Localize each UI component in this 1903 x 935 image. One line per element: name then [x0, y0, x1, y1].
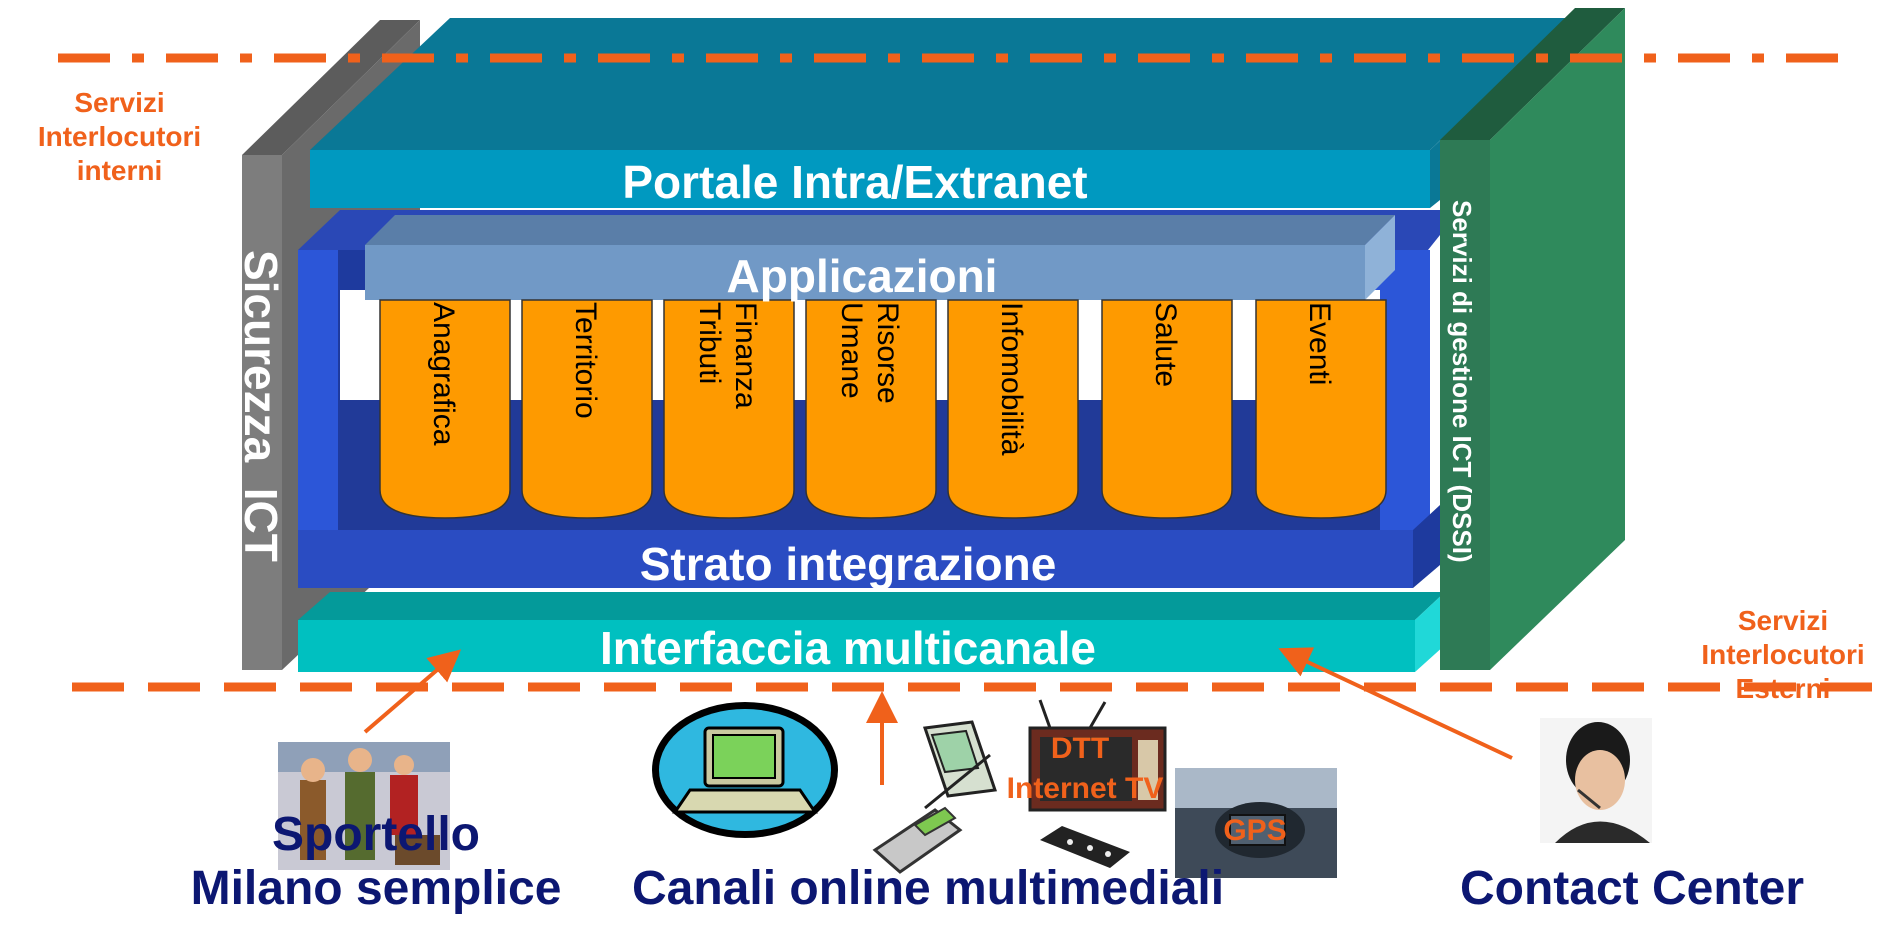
- module-cylinder: [1255, 299, 1387, 519]
- integration-label: Strato integrazione: [640, 538, 1057, 590]
- mobile-phone-icon: [872, 806, 963, 874]
- module-7: Eventi: [1255, 299, 1387, 519]
- module-label: Salute: [1149, 302, 1182, 387]
- external-services-label: Servizi Interlocutori Esterni: [1701, 605, 1865, 704]
- module-5: Infomobilità: [947, 299, 1079, 519]
- applications-label: Applicazioni: [727, 250, 998, 302]
- module-2: Territorio: [521, 299, 653, 519]
- module-cylinder: [805, 299, 937, 519]
- gps-photo: [1175, 768, 1337, 878]
- module-cylinder: [521, 299, 653, 519]
- multichannel-label: Interfaccia multicanale: [600, 622, 1096, 674]
- gps-label: GPS: [1223, 814, 1286, 847]
- remote-control-icon: [1040, 826, 1130, 868]
- module-cylinder: [1101, 299, 1233, 519]
- pda-icon: [922, 720, 998, 810]
- module-6: Salute: [1101, 299, 1233, 519]
- module-label: Infomobilità: [995, 302, 1028, 456]
- module-label: Anagrafica: [427, 302, 460, 446]
- module-label: Territorio: [569, 302, 602, 419]
- management-bar: [1440, 8, 1625, 670]
- management-label: Servizi di gestione ICT (DSSI): [1447, 200, 1477, 563]
- module-1: Anagrafica: [379, 299, 511, 519]
- dtt-label: DTT: [1051, 732, 1109, 765]
- internet-tv-label: Internet TV: [1007, 772, 1164, 805]
- module-cylinder: [379, 299, 511, 519]
- module-label: Finanza: [729, 302, 762, 409]
- module-cylinder: [947, 299, 1079, 519]
- module-label: Eventi: [1303, 302, 1336, 385]
- contact-center-label: Contact Center: [1460, 862, 1805, 915]
- online-channels-label: Canali online multimediali: [632, 862, 1225, 915]
- computer-icon: [652, 702, 838, 838]
- applications-layer: [365, 215, 1395, 300]
- sportello-arrow: [363, 649, 462, 734]
- portal-roof: [310, 18, 1570, 150]
- module-label: Tributi: [693, 302, 726, 384]
- security-label: Sicurezza ICT: [235, 250, 287, 562]
- module-label: Risorse: [871, 302, 904, 404]
- sportello-clipart: [278, 742, 450, 870]
- tv-icon: [1028, 699, 1167, 812]
- sportello-label: Sportello Milano semplice: [190, 808, 562, 915]
- contact-arrow: [1278, 647, 1513, 760]
- internal-services-label: Servizi Interlocutori interni: [37, 87, 202, 186]
- integration-layer: [298, 505, 1440, 588]
- multichannel-layer: [298, 592, 1445, 672]
- module-label: Umane: [835, 302, 868, 399]
- contact-center-photo: [1540, 718, 1652, 843]
- module-cylinder: [663, 299, 795, 519]
- portal-label: Portale Intra/Extranet: [622, 156, 1087, 208]
